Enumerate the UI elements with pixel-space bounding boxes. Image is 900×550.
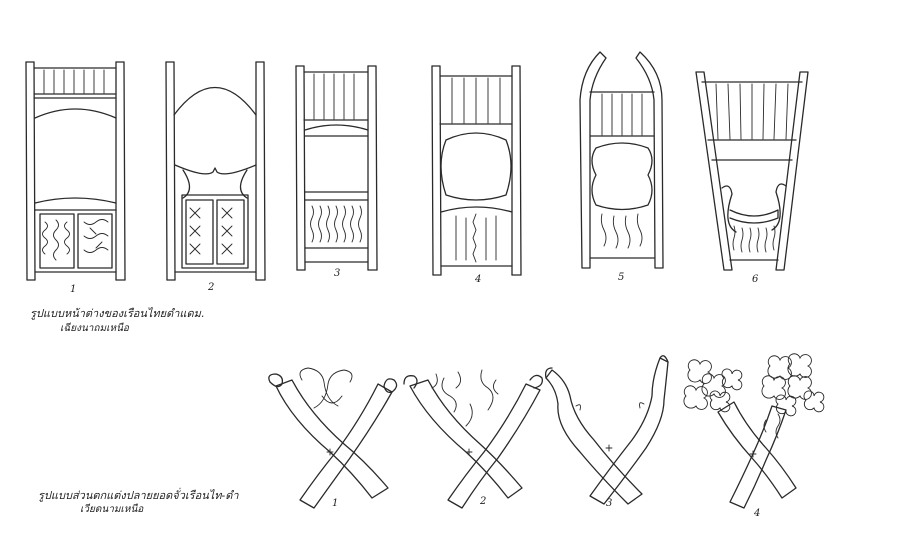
finial-4 xyxy=(683,353,825,509)
finial-number-4: 4 xyxy=(753,508,760,519)
window-6 xyxy=(695,71,809,271)
finial-number-3: 3 xyxy=(606,498,612,509)
window-1 xyxy=(25,61,126,281)
window-subcaption: เฉียงนาถมเหนือ xyxy=(60,323,129,334)
window-3 xyxy=(295,65,378,271)
window-number-6: 6 xyxy=(752,274,759,285)
window-number-1: 1 xyxy=(70,284,76,295)
finial-caption: รูปแบบส่วนตกแต่งปลายยอดจั่วเรือนไท-ดำ xyxy=(38,489,239,502)
window-5 xyxy=(579,51,664,269)
window-caption: รูปแบบหน้าต่างของเรือนไทยดำแดม. xyxy=(30,307,205,320)
window-number-5: 5 xyxy=(618,272,624,283)
finial-3 xyxy=(544,355,669,505)
window-number-3: 3 xyxy=(334,268,340,279)
finial-number-1: 1 xyxy=(332,498,338,509)
window-number-2: 2 xyxy=(207,282,214,293)
window-number-4: 4 xyxy=(474,274,481,285)
finial-subcaption: เวียดนามเหนือ xyxy=(80,504,144,515)
finial-number-2: 2 xyxy=(479,496,486,507)
window-4 xyxy=(431,65,522,276)
finial-1 xyxy=(268,367,398,509)
window-2 xyxy=(165,61,266,281)
finial-2 xyxy=(403,369,543,509)
